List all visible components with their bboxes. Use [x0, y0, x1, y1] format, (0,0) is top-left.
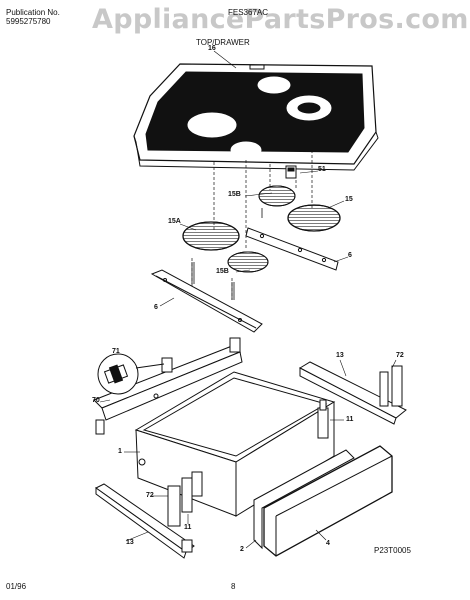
- publication-number: 5995275780: [6, 17, 51, 26]
- publication-label: Publication No.: [6, 8, 60, 17]
- callout-15b-top: 15B: [228, 191, 241, 198]
- callout-70: 70: [92, 397, 100, 404]
- model-number: FES367AC: [228, 8, 269, 17]
- glass-element-ring-back: [257, 76, 291, 94]
- callout-15: 15: [345, 196, 353, 203]
- callout-2: 2: [240, 546, 244, 553]
- drawer-bracket-left: [167, 485, 181, 527]
- figure-code: P23T0005: [374, 546, 411, 555]
- callout-6-right: 6: [348, 252, 352, 259]
- glass-element-ring-front: [230, 141, 262, 159]
- callout-13-left: 13: [126, 539, 134, 546]
- glass-element-ring-left: [187, 112, 237, 138]
- drawer-liner: [253, 449, 355, 550]
- callout-13-right: 13: [336, 352, 344, 359]
- callout-15b-bottom: 15B: [216, 268, 229, 275]
- callout-1: 1: [118, 448, 122, 455]
- callout-72-right: 72: [396, 352, 404, 359]
- callout-4: 4: [326, 540, 330, 547]
- callout-6-left: 6: [154, 304, 158, 311]
- callout-72-left: 72: [146, 492, 154, 499]
- callout-51: 51: [318, 166, 326, 173]
- callout-11-right: 11: [346, 416, 354, 423]
- page-number: 8: [231, 582, 236, 591]
- terminal-block: [285, 165, 297, 179]
- callout-11-left: 11: [184, 524, 192, 531]
- section-title: TOP/DRAWER: [196, 38, 250, 47]
- callout-71: 71: [112, 348, 120, 355]
- callout-15a: 15A: [168, 218, 181, 225]
- drawer-bracket-right: [317, 407, 329, 439]
- watermark: AppliancePartsPros.com: [92, 4, 469, 35]
- revision-date: 01/96: [6, 582, 27, 591]
- element-support-bracket: [245, 227, 339, 271]
- callout-16: 16: [208, 45, 216, 52]
- drawer-front-panel: [263, 445, 393, 557]
